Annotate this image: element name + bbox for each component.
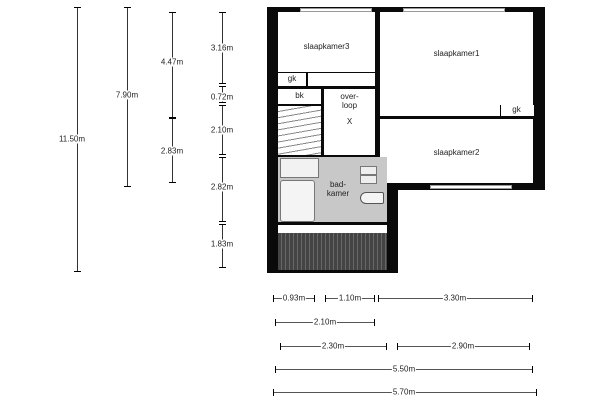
- bathtub: [280, 180, 315, 222]
- dim-label: 0.72m: [209, 92, 235, 102]
- balcony-edge: [278, 225, 387, 233]
- toilet: [360, 192, 384, 204]
- room-overloop: [324, 89, 375, 155]
- label-badkamer: kamer: [326, 189, 350, 198]
- room-gk-left: [278, 73, 307, 86]
- dim-label: 5.70m: [391, 387, 417, 397]
- label-overloop: loop: [341, 101, 358, 110]
- stairs: [278, 106, 321, 155]
- dim-label: 3.30m: [442, 293, 468, 303]
- label-gk: gk: [512, 105, 521, 114]
- label-void-x: X: [346, 117, 353, 126]
- dim-label: 1.10m: [337, 293, 363, 303]
- dim-label: 2.83m: [159, 146, 185, 156]
- label-overloop: over-: [340, 92, 359, 101]
- dim-label: 7.90m: [114, 90, 140, 100]
- dim-label: 11.50m: [57, 134, 87, 144]
- label-slaapkamer1: slaapkamer1: [433, 49, 480, 58]
- dim-label: 2.90m: [450, 341, 476, 351]
- dim-label: 3.16m: [209, 43, 235, 53]
- dim-label: 1.83m: [209, 239, 235, 249]
- dim-label: 5.50m: [391, 364, 417, 374]
- sink-unit: [280, 158, 319, 178]
- room-slaapkamer2: [380, 119, 533, 183]
- label-slaapkamer2: slaapkamer2: [433, 148, 480, 157]
- room-gk-right: [500, 105, 534, 116]
- label-gk: gk: [287, 74, 297, 83]
- dim-label: 2.30m: [320, 341, 346, 351]
- window: [300, 8, 372, 12]
- label-bk: bk: [295, 91, 304, 100]
- hall-top: [308, 73, 375, 86]
- dim-label: 0.93m: [281, 293, 307, 303]
- room-bk: [278, 89, 321, 104]
- washbasin: [360, 166, 377, 175]
- label-badkamer: bad-: [329, 180, 346, 189]
- label-slaapkamer3: slaapkamer3: [303, 42, 350, 51]
- balcony: [278, 233, 387, 270]
- window: [403, 8, 505, 12]
- dim-label: 2.10m: [209, 125, 235, 135]
- washbasin: [360, 175, 377, 184]
- room-slaapkamer1: [380, 12, 533, 116]
- dim-label: 2.82m: [209, 182, 235, 192]
- dim-label: 4.47m: [159, 57, 185, 67]
- window: [430, 185, 512, 189]
- room-slaapkamer3: [278, 12, 375, 72]
- dim-label: 2.10m: [312, 317, 338, 327]
